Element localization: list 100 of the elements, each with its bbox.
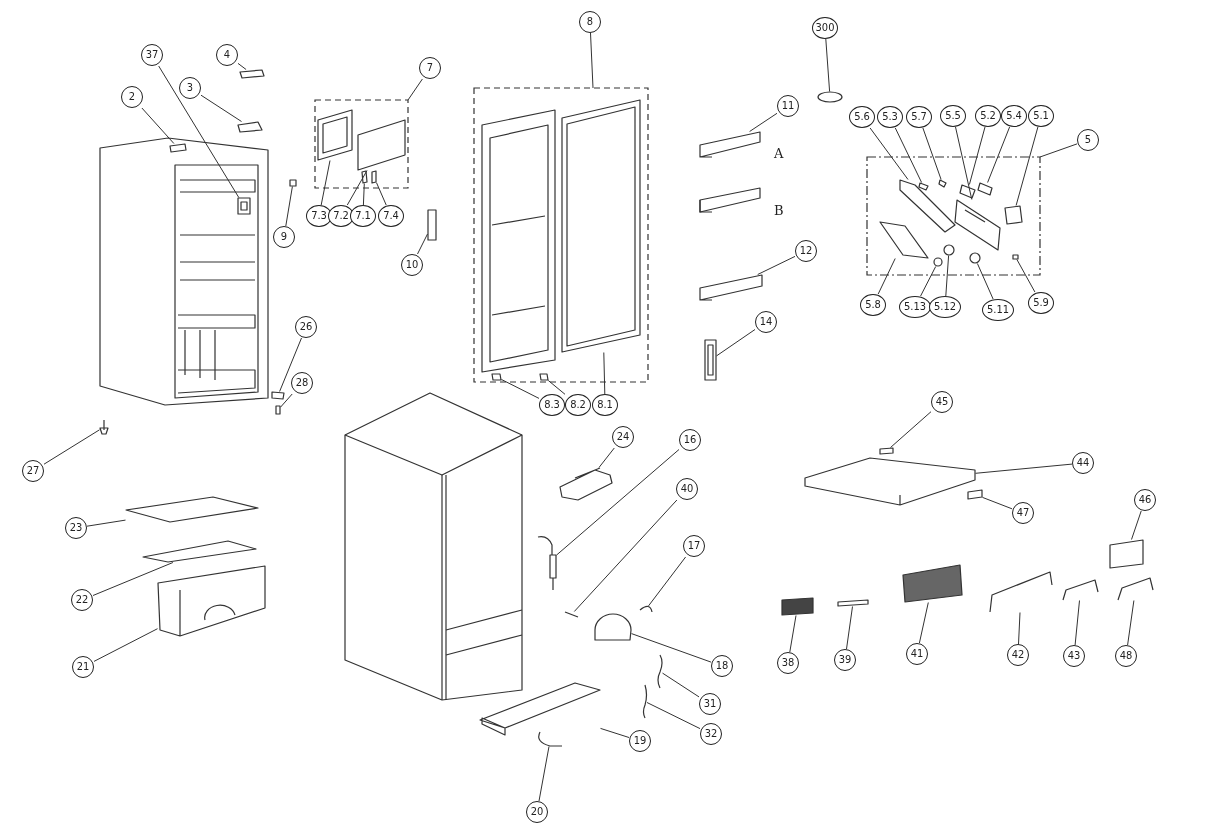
button-cap-drawing xyxy=(969,252,981,264)
leader-line xyxy=(757,255,796,275)
callout-number: 41 xyxy=(906,643,928,665)
switch-drawing xyxy=(959,184,976,199)
callout-number: 5 xyxy=(1077,129,1099,151)
callout-number: 5.6 xyxy=(849,106,875,128)
top-cover-drawing xyxy=(804,457,976,506)
small-part-drawing xyxy=(918,182,929,191)
callout-number: 44 xyxy=(1072,452,1094,474)
leader-line xyxy=(603,352,606,395)
filter-drawing xyxy=(537,536,557,591)
leader-line xyxy=(501,379,540,399)
leader-line xyxy=(237,62,247,70)
callout-number: 5.7 xyxy=(906,106,932,128)
wire-bracket-drawing xyxy=(989,571,1053,613)
callout-number: 2 xyxy=(121,86,143,108)
callout-number: 42 xyxy=(1007,644,1029,666)
knob-shaft-drawing xyxy=(933,257,943,267)
door-gasket-drawing xyxy=(561,99,641,353)
small-part-drawing xyxy=(938,179,947,188)
knob-drawing xyxy=(943,244,955,256)
leader-line xyxy=(1127,600,1135,646)
callout-number: 17 xyxy=(683,535,705,557)
wire-bracket-drawing xyxy=(1062,579,1099,601)
callout-number: 300 xyxy=(812,17,838,39)
screw-drawing xyxy=(491,373,502,381)
callout-number: 8.1 xyxy=(592,394,618,416)
circuit-board-drawing xyxy=(977,182,993,196)
callout-number: 20 xyxy=(526,801,548,823)
leader-line xyxy=(1039,143,1078,158)
callout-number: 4 xyxy=(216,44,238,66)
leader-line xyxy=(362,183,365,206)
leader-line xyxy=(346,170,368,206)
control-housing-drawing xyxy=(954,199,1001,251)
thermostat-drawing xyxy=(1004,205,1023,225)
callout-number: 3 xyxy=(179,77,201,99)
leader-line xyxy=(975,463,1073,474)
leader-line xyxy=(869,127,909,180)
callout-number: 43 xyxy=(1063,645,1085,667)
callout-number: 5.11 xyxy=(982,299,1014,321)
wire-drawing xyxy=(657,654,663,689)
leader-line xyxy=(1131,510,1142,540)
leader-line xyxy=(749,112,778,132)
shelf-letter: A xyxy=(774,146,784,161)
leader-line xyxy=(573,499,678,612)
glass-shelf-drawing xyxy=(125,496,259,523)
hinge-drawing xyxy=(239,69,265,79)
leader-line xyxy=(158,65,240,198)
leader-line xyxy=(285,186,293,227)
leader-line xyxy=(922,127,942,180)
callout-number: 21 xyxy=(72,656,94,678)
leader-line xyxy=(982,496,1013,510)
leader-line xyxy=(93,628,158,662)
leader-line xyxy=(407,78,423,101)
electronic-board-drawing xyxy=(902,564,963,603)
callout-number: 46 xyxy=(1134,489,1156,511)
callout-number: 8.3 xyxy=(539,394,565,416)
callout-number: 31 xyxy=(699,693,721,715)
callout-number: 38 xyxy=(777,652,799,674)
label-drawing xyxy=(967,489,983,500)
leader-line xyxy=(200,94,242,122)
leader-line xyxy=(945,255,950,297)
callout-number: 16 xyxy=(679,429,701,451)
board-drawing xyxy=(781,597,814,616)
strip-drawing xyxy=(837,599,869,607)
clip-drawing xyxy=(289,179,297,187)
leader-line xyxy=(556,449,680,556)
leader-line xyxy=(648,556,687,607)
callout-number: 27 xyxy=(22,460,44,482)
wire-bracket-drawing xyxy=(1117,577,1154,601)
callout-number: 5.9 xyxy=(1028,292,1054,314)
leader-line xyxy=(646,702,701,730)
drip-tray-drawing xyxy=(559,467,613,501)
leader-line xyxy=(376,182,387,206)
lamp-cover-drawing xyxy=(817,91,843,103)
callout-number: 22 xyxy=(71,589,93,611)
label-sheet-drawing xyxy=(1109,539,1144,569)
callout-number: 39 xyxy=(834,649,856,671)
callout-number: 5.2 xyxy=(975,105,1001,127)
leader-line xyxy=(598,447,615,468)
leader-line xyxy=(600,727,630,738)
callout-number: 24 xyxy=(612,426,634,448)
power-cord-drawing xyxy=(538,731,563,747)
screw-drawing xyxy=(539,373,549,381)
callout-number: 37 xyxy=(141,44,163,66)
bracket-drawing xyxy=(427,209,437,241)
light-cover-drawing xyxy=(357,119,406,171)
leader-line xyxy=(1074,600,1080,646)
bulb-drawing xyxy=(371,170,377,184)
callout-number: 12 xyxy=(795,240,817,262)
door-stopper-drawing xyxy=(271,391,285,400)
callout-number: 8 xyxy=(579,11,601,33)
callout-number: 5.4 xyxy=(1001,105,1027,127)
fan-assembly-drawing xyxy=(237,197,251,215)
leader-line xyxy=(320,160,331,206)
callout-number: 48 xyxy=(1115,645,1137,667)
leader-line xyxy=(968,126,986,185)
hinge-drawing xyxy=(237,121,263,133)
leader-line xyxy=(825,38,831,92)
dashed-group-outline xyxy=(866,156,1041,276)
